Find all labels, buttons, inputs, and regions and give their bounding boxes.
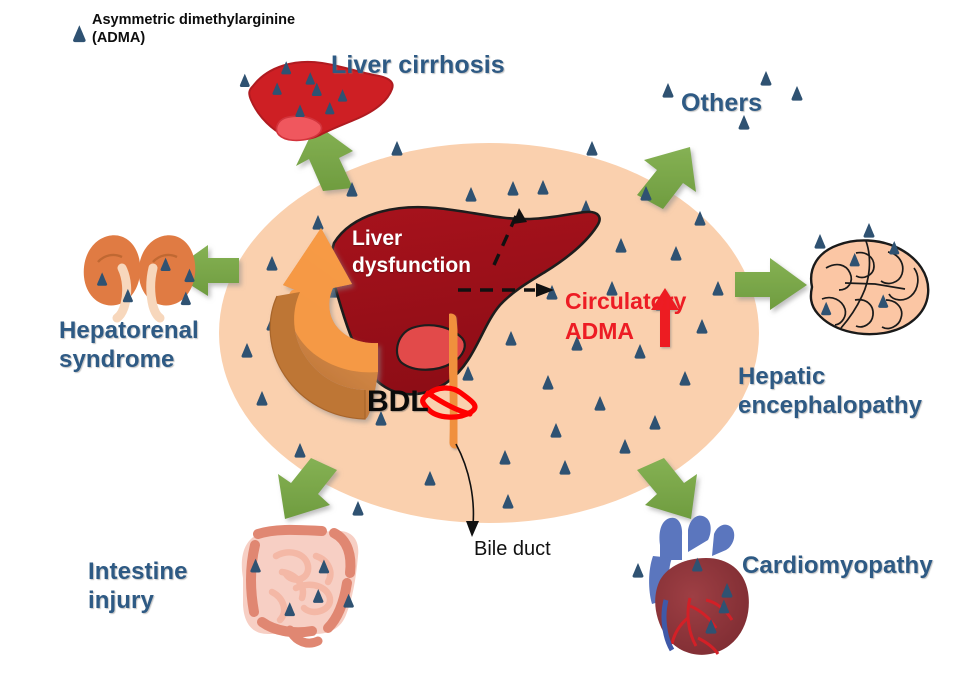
label-hepatorenal-line-2: syndrome <box>59 346 175 373</box>
green-arrow-liver-cirrhosis <box>296 124 353 191</box>
liver-dysfunction-line-2: dysfunction <box>352 254 471 277</box>
label-circulatory-adma: Circulatory ADMA <box>565 286 686 346</box>
circulatory-adma-line-1: Circulatory <box>565 288 687 314</box>
label-liver-cirrhosis: Liver cirrhosis <box>331 50 505 80</box>
label-hepatic-enceph-line-1: Hepatic <box>738 363 826 390</box>
green-arrow-cardiomyopathy <box>637 458 697 519</box>
bile-duct-tube <box>445 313 461 449</box>
label-hepatic-encephalopathy: Hepatic encephalopathy <box>738 362 922 420</box>
liver-dysfunction-line-1: Liver <box>352 227 403 250</box>
adma-increase-arrow <box>651 288 679 347</box>
bile-duct-leader-arrow <box>455 443 479 537</box>
label-intestine-line-1: Intestine <box>88 558 188 585</box>
label-cardiomyopathy: Cardiomyopathy <box>742 551 933 580</box>
dashed-efflux-arrow-right <box>458 283 554 297</box>
kidneys-illustration <box>83 235 196 323</box>
label-others-line-1: Others <box>681 89 763 117</box>
legend-line-1: Asymmetric dimethylarginine <box>92 12 296 28</box>
legend-label: Asymmetric dimethylarginine (ADMA) <box>92 11 392 47</box>
label-hepatorenal-line-1: Hepatorenal <box>59 317 199 344</box>
circulatory-adma-line-2: ADMA <box>565 318 634 344</box>
intestine-illustration <box>241 524 359 648</box>
heart-illustration <box>649 515 749 655</box>
label-bdl: BDL <box>367 385 429 418</box>
legend-marker <box>73 25 86 43</box>
legend-line-2: (ADMA) <box>92 30 146 46</box>
label-cardiomyopathy-line-1: Cardiomyopathy <box>742 552 933 579</box>
label-hepatic-enceph-line-2: encephalopathy <box>738 392 923 419</box>
green-arrow-others <box>637 147 696 209</box>
bdl-ligature-knot <box>420 385 478 420</box>
dashed-efflux-arrow-up <box>492 208 527 266</box>
label-intestine-injury: Intestine injury <box>88 557 188 615</box>
label-intestine-line-2: injury <box>88 587 154 614</box>
label-bile-duct: Bile duct <box>474 538 551 560</box>
green-arrow-hepatic-encephalopathy <box>735 258 807 310</box>
green-arrow-intestine-injury <box>278 458 337 519</box>
cirrhotic-liver-illustration <box>248 60 394 142</box>
label-others: Others <box>681 88 762 118</box>
green-arrow-hepatorenal <box>170 245 239 296</box>
brain-illustration <box>809 239 930 336</box>
label-hepatorenal-syndrome: Hepatorenal syndrome <box>59 316 199 374</box>
bdl-to-liver-arrow <box>269 228 378 420</box>
label-liver-dysfunction: Liver dysfunction <box>352 225 471 279</box>
label-liver-cirrhosis-line-1: Liver cirrhosis <box>331 51 505 79</box>
